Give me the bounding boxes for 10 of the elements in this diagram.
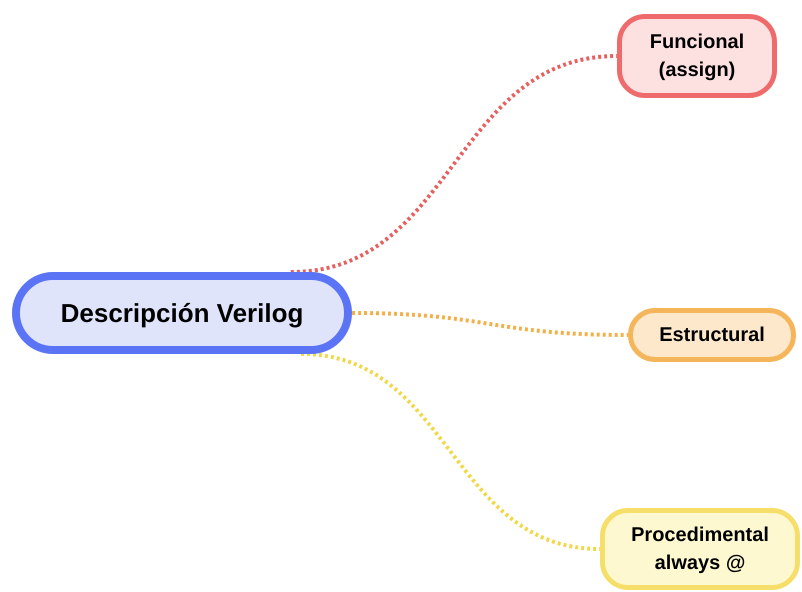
topic-node xyxy=(617,14,777,98)
node-label: Estructural xyxy=(658,323,766,348)
dotted-connector xyxy=(290,54,618,274)
dotted-connector xyxy=(352,311,628,337)
topic-node xyxy=(628,308,796,362)
topic-node xyxy=(600,508,800,590)
dotted-connector xyxy=(300,352,600,551)
node-label: Descripción Verilog xyxy=(60,296,304,330)
node-label: Procedimental always @ xyxy=(630,523,770,576)
node-label: Funcional (assign) xyxy=(648,30,746,83)
